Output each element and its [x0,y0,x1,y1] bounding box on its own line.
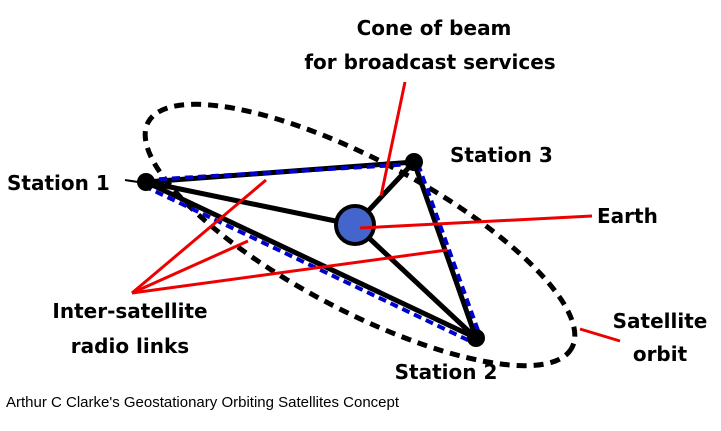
label-orbit-line2: orbit [633,342,688,366]
pointer-orbit [579,327,621,343]
pointer-links-c [131,248,448,295]
pointer-lines [131,81,621,343]
diagram-svg: Cone of beam for broadcast services Stat… [7,16,708,384]
label-cone-line2: for broadcast services [304,50,555,74]
radio-links [143,162,482,344]
station-1-dot [137,173,155,191]
beam-line-station2-earth [353,223,478,340]
label-orbit-line1: Satellite [613,309,708,333]
pointer-earth [359,214,593,230]
pointer-cone [379,81,407,197]
radio-link-3-2 [416,163,482,337]
label-earth: Earth [597,204,658,228]
beam-line-station1-station2 [144,179,478,341]
beam-line-station1-earth [145,179,356,228]
label-cone-line1: Cone of beam [357,16,512,40]
label-links-line1: Inter-satellite [52,299,207,323]
station-2-dot [467,329,485,347]
radio-link-1-2 [143,184,473,344]
pointer-links-a [131,178,267,295]
label-station-2: Station 2 [395,360,498,384]
label-station-3: Station 3 [450,143,553,167]
station-3-dot [405,153,423,171]
label-station-1: Station 1 [7,171,110,195]
pointer-links-b [131,239,249,295]
station-1-tick [124,179,139,183]
satellite-orbit [142,101,578,369]
label-links-line2: radio links [71,334,189,358]
figure-caption: Arthur C Clarke's Geostationary Orbiting… [6,394,400,411]
earth-globe [334,204,376,246]
radio-link-1-3 [145,162,415,182]
